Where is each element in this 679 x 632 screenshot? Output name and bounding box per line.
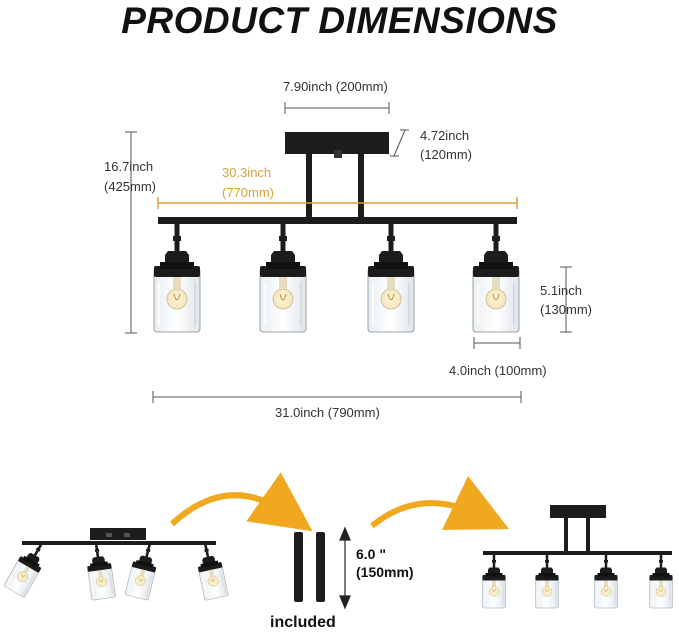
installed-lamp-1 [482,554,506,609]
small-bar-right [483,551,672,555]
angled-lamp-1 [3,542,44,598]
rod-length-line [339,526,351,610]
extension-rod-right [316,532,325,602]
angled-lamp-2 [87,542,116,601]
shade-width-label: 4.0inch (100mm) [449,363,547,378]
angled-lamp-3 [124,542,157,601]
lamp-shade-2 [259,224,307,333]
small-bar-left [22,541,216,545]
rod-length-value: 6.0 " [356,546,386,562]
lamp-shade-4 [472,224,520,333]
rod-length-mm: (150mm) [356,564,414,580]
canopy-depth-value: 4.72inch [420,128,470,143]
page-title: PRODUCT DIMENSIONS [121,0,558,41]
arrow-icon [169,472,313,532]
angled-lamp-4 [198,542,229,601]
canopy-depth-mm: (120mm) [420,147,473,162]
angled-lamps [3,542,229,601]
canopy-screw [334,150,342,158]
lamp-shades [153,224,520,333]
installed-lamps [482,554,673,609]
main-fixture [158,132,517,224]
main-bar [158,217,517,224]
overall-height-value: 16.7inch [104,159,154,174]
canopy [285,132,389,154]
down-rod-left [306,154,312,218]
shade-height-mm: (130mm) [540,302,593,317]
lamp-shade-1 [153,224,201,333]
shade-height-value: 5.1inch [540,283,582,298]
canopy-width-label: 7.90inch (200mm) [283,79,388,94]
overall-height-mm: (425mm) [104,179,157,194]
small-canopy-left [90,528,146,540]
extension-rods [294,532,325,602]
included-label: included [270,614,336,631]
angled-fixture [22,528,216,545]
installed-fixture [483,505,672,555]
installed-lamp-3 [594,554,618,609]
down-rod-right [358,154,364,218]
bar-length-mm: (770mm) [222,185,275,200]
dimension-lines [125,102,572,403]
overall-width-label: 31.0inch (790mm) [275,405,380,420]
bar-length-line [157,197,518,209]
installed-lamp-2 [535,554,559,609]
arrow-icon [370,475,510,530]
canopy-depth-line [393,129,406,157]
small-canopy-right [550,505,606,518]
extension-rod-left [294,532,303,602]
bar-length-value: 30.3inch [222,165,272,180]
lamp-shade-3 [367,224,415,333]
installed-lamp-4 [649,554,673,609]
